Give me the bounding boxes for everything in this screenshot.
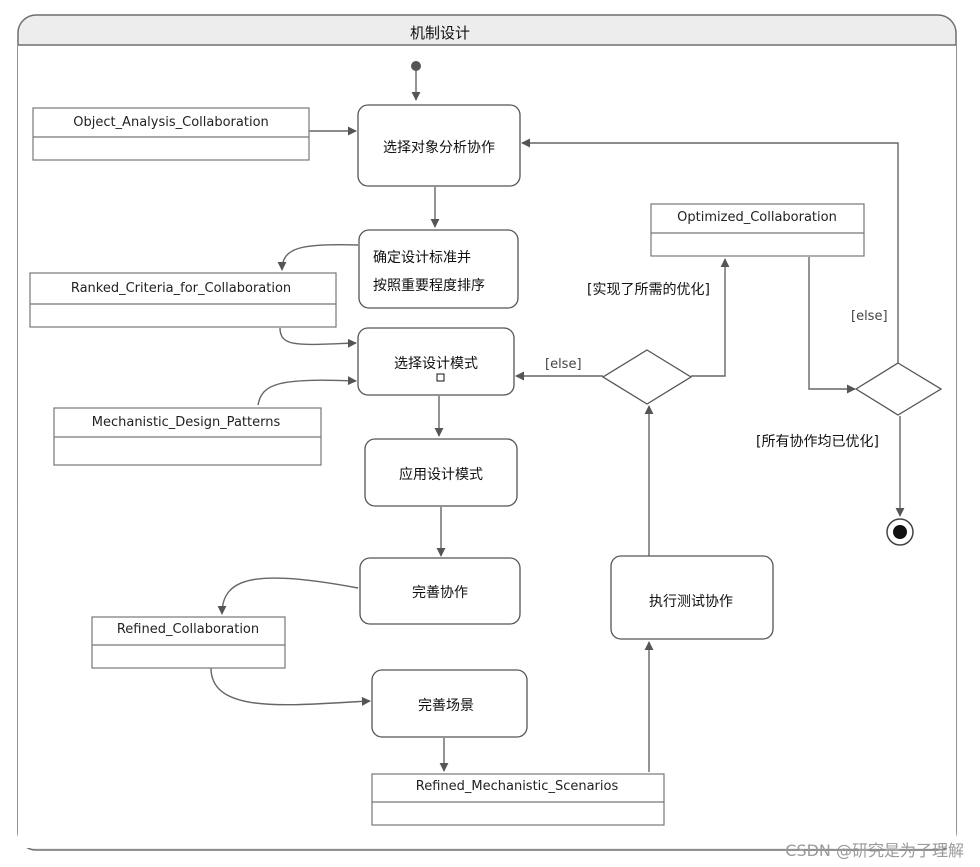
watermark: CSDN @研究是为了理解: [785, 841, 964, 860]
activity-select-analysis-label: 选择对象分析协作: [383, 140, 495, 156]
object-object-analysis-collaboration[interactable]: Object_Analysis_Collaboration: [32, 107, 310, 161]
decision-optimization[interactable]: [601, 349, 693, 405]
guard-else-right: [else]: [851, 309, 888, 324]
flow-decision-to-optimized: [691, 258, 730, 377]
activity-define-criteria-line2: 按照重要程度排序: [373, 278, 485, 294]
activity-apply-patterns[interactable]: 应用设计模式: [364, 438, 518, 507]
flow-refined-object-to-scenarios: [210, 667, 371, 706]
object-optimized-collaboration[interactable]: Optimized_Collaboration: [650, 203, 865, 257]
flow-patterns-object-in: [257, 376, 357, 406]
activity-define-criteria[interactable]: 确定设计标准并 按照重要程度排序: [358, 229, 519, 309]
object-ranked-criteria[interactable]: Ranked_Criteria_for_Collaboration: [29, 272, 337, 328]
activity-refine-collaboration[interactable]: 完善协作: [359, 557, 521, 625]
guard-else-left: [else]: [545, 357, 582, 372]
final-node: [886, 518, 914, 546]
diagram-title: 机制设计: [410, 24, 470, 42]
object-mechanistic-design-patterns[interactable]: Mechanistic_Design_Patterns: [53, 407, 322, 466]
flow-ranked-to-patterns: [279, 327, 357, 348]
activity-execute-tests[interactable]: 执行测试协作: [610, 555, 774, 640]
flow-criteria-to-ranked: [277, 243, 359, 271]
object-refined-mechanistic-scenarios[interactable]: Refined_Mechanistic_Scenarios: [371, 773, 665, 826]
guard-optimization-achieved: [实现了所需的优化]: [587, 282, 710, 298]
object-refined-collaboration[interactable]: Refined_Collaboration: [91, 616, 286, 669]
flow-decision2-else: [521, 138, 899, 363]
object-ranked-criteria-label: Ranked_Criteria_for_Collaboration: [71, 281, 291, 296]
activity-apply-patterns-label: 应用设计模式: [399, 466, 483, 483]
initial-node: [411, 61, 421, 71]
object-mechanistic-patterns-label: Mechanistic_Design_Patterns: [92, 415, 281, 430]
activity-select-analysis[interactable]: 选择对象分析协作: [357, 104, 521, 187]
activity-refine-collaboration-label: 完善协作: [412, 585, 468, 601]
object-object-analysis-label: Object_Analysis_Collaboration: [73, 115, 269, 130]
activity-refine-scenarios-label: 完善场景: [418, 698, 474, 714]
decision-all-optimized[interactable]: [854, 362, 943, 416]
object-refined-scenarios-label: Refined_Mechanistic_Scenarios: [416, 779, 619, 794]
flow-refine-to-refined-object: [217, 577, 359, 615]
object-refined-collaboration-label: Refined_Collaboration: [117, 622, 259, 637]
activity-refine-scenarios[interactable]: 完善场景: [371, 669, 528, 738]
activity-select-patterns-label: 选择设计模式: [394, 356, 478, 372]
flow-optimized-to-decision2: [808, 257, 856, 394]
activity-define-criteria-line1: 确定设计标准并: [373, 250, 471, 266]
selection-handle[interactable]: [436, 373, 445, 382]
object-optimized-collaboration-label: Optimized_Collaboration: [677, 210, 837, 225]
activity-execute-tests-label: 执行测试协作: [649, 594, 733, 610]
guard-all-optimized: [所有协作均已优化]: [756, 434, 879, 450]
activity-select-patterns[interactable]: 选择设计模式: [357, 327, 515, 396]
